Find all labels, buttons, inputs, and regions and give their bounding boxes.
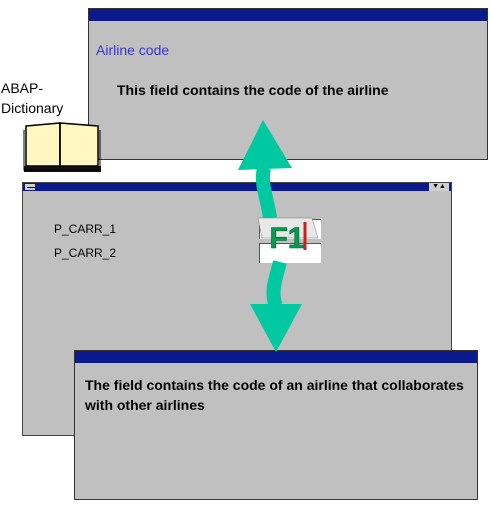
abap-dictionary-label: ABAP- Dictionary: [1, 78, 63, 118]
popup-bottom-titlebar[interactable]: [75, 351, 477, 363]
help-popup-bottom: The field contains the code of an airlin…: [74, 350, 478, 500]
arrow-up-icon: [238, 120, 292, 219]
popup-top-text: This field contains the code of the airl…: [117, 82, 389, 98]
f1-key-icon[interactable]: F1: [257, 217, 319, 255]
arrow-down-icon: [250, 260, 302, 352]
field-label-p-carr-2: P_CARR_2: [54, 246, 117, 260]
system-menu-icon[interactable]: [25, 184, 35, 190]
window-controls-icon[interactable]: ▼▲: [429, 183, 449, 191]
f1-key-label: F1: [269, 222, 304, 255]
popup-top-heading: Airline code: [96, 42, 170, 58]
main-window-titlebar[interactable]: [23, 183, 451, 191]
book-icon: [23, 122, 101, 172]
help-popup-top: Airline code This field contains the cod…: [88, 8, 488, 160]
abap-dictionary-line1: ABAP-: [1, 80, 44, 96]
field-label-p-carr-1: P_CARR_1: [54, 222, 117, 236]
popup-top-titlebar[interactable]: [89, 9, 487, 21]
popup-bottom-text: The field contains the code of an airlin…: [85, 377, 464, 413]
abap-dictionary-line2: Dictionary: [1, 100, 64, 116]
